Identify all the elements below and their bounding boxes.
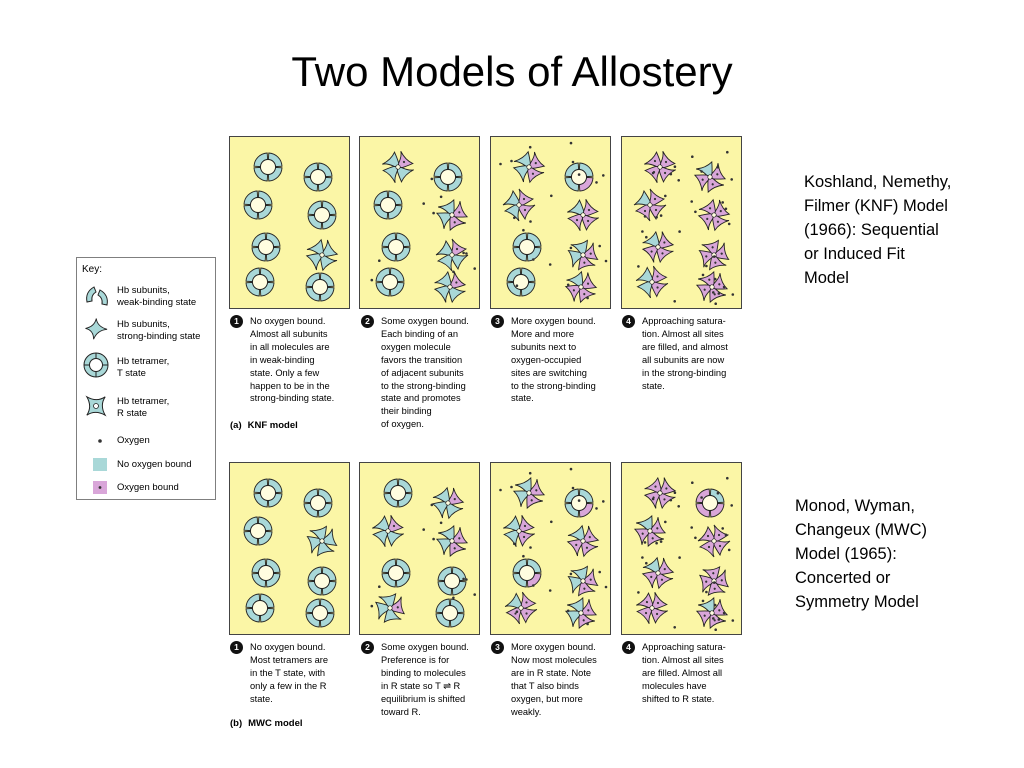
knf-panel-1 (229, 136, 350, 309)
strong-subunit-icon (85, 318, 108, 340)
key-label: Oxygen bound (117, 482, 179, 493)
knf-model-label: (a) KNF model (230, 420, 298, 431)
key-label: Hb tetramer, T state (117, 356, 170, 379)
mwc-panel-4-art (633, 476, 735, 631)
mwc-panel-3 (490, 462, 611, 635)
oxygen-dot-icon (98, 439, 102, 443)
r-state-tetramer-icon (85, 395, 107, 417)
key-label: Hb subunits, strong-binding state (117, 319, 201, 342)
mwc-panel-1-art (243, 478, 338, 628)
step-number-badge: 3 (491, 315, 504, 328)
step-number-badge: 2 (361, 641, 374, 654)
key-legend: Key: Hb subunits, weak-binding state Hb … (76, 257, 216, 500)
step-caption: No oxygen bound. Most tetramers are in t… (250, 642, 329, 704)
oxygen-bound-swatch-icon (93, 481, 107, 494)
knf-panel-1-art (243, 152, 339, 302)
key-heading: Key: (82, 264, 103, 275)
mwc-panel-2 (359, 462, 480, 635)
weak-subunit-icon (86, 286, 108, 306)
key-label: Hb subunits, weak-binding state (117, 285, 197, 308)
mwc-panel-4 (621, 462, 742, 635)
step-caption: More oxygen bound. Now most molecules ar… (511, 642, 597, 717)
step-number-badge: 3 (491, 641, 504, 654)
step-caption: Some oxygen bound. Preference is for bin… (381, 642, 469, 717)
step-number-badge: 2 (361, 315, 374, 328)
knf-panel-4 (621, 136, 742, 309)
no-oxygen-swatch-icon (93, 458, 107, 471)
model-tag: (a) (230, 420, 242, 431)
knf-panel-3-art (499, 141, 608, 304)
model-name: KNF model (247, 420, 298, 431)
step-caption: More oxygen bound. More and more subunit… (511, 316, 596, 404)
model-name: MWC model (248, 718, 303, 729)
mwc-panel-3-art (499, 467, 608, 630)
knf-panel-3 (490, 136, 611, 309)
step-caption: Some oxygen bound. Each binding of an ox… (381, 316, 469, 430)
knf-panel-4-art (633, 150, 735, 305)
step-number-badge: 1 (230, 641, 243, 654)
step-caption: Approaching satura- tion. Almost all sit… (642, 642, 726, 704)
step-number-badge: 4 (622, 315, 635, 328)
step-caption: Approaching satura- tion. Almost all sit… (642, 316, 728, 391)
knf-panel-2 (359, 136, 480, 309)
key-label: No oxygen bound (117, 459, 192, 470)
step-number-badge: 1 (230, 315, 243, 328)
model-tag: (b) (230, 718, 243, 729)
mwc-panel-2-art (370, 478, 476, 628)
mwc-model-label: (b) MWC model (230, 718, 303, 729)
step-number-badge: 4 (622, 641, 635, 654)
step-caption: No oxygen bound. Almost all subunits in … (250, 316, 335, 404)
slide-title: Two Models of Allostery (291, 48, 733, 95)
knf-side-note: Koshland, Nemethy, Filmer (KNF) Model (1… (804, 173, 952, 287)
mwc-panel-1 (229, 462, 350, 635)
key-label: Oxygen (117, 435, 150, 446)
knf-panel-2-art (370, 151, 476, 304)
t-state-tetramer-icon (83, 352, 109, 378)
key-label: Hb tetramer, R state (117, 396, 170, 419)
mwc-side-note: Monod, Wyman, Changeux (MWC) Model (1965… (795, 497, 928, 611)
